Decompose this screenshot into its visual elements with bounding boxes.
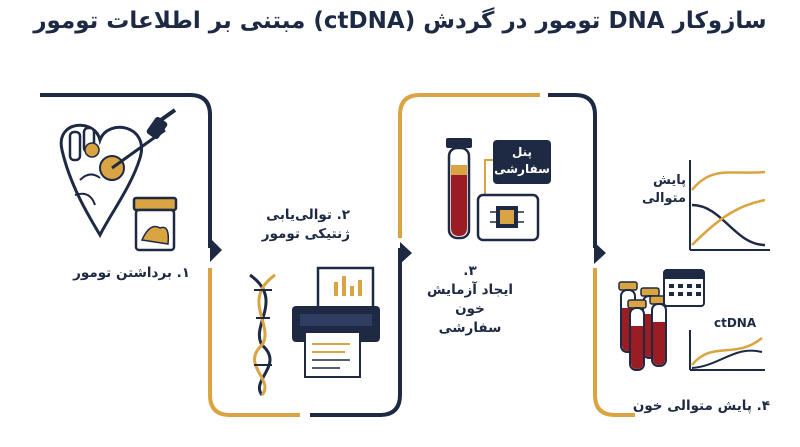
connector-arrow-3 bbox=[594, 242, 606, 264]
biopsy-needle-icon bbox=[111, 108, 177, 170]
custom-panel-label: پنل سفارشی bbox=[494, 145, 550, 176]
dna-helix-icon bbox=[249, 273, 276, 396]
connector-path-3 bbox=[310, 248, 402, 417]
ctdna-chart-icon bbox=[689, 330, 765, 371]
connector-path-4 bbox=[398, 93, 540, 238]
connector-path-6 bbox=[593, 268, 635, 417]
blood-tube-icon bbox=[446, 138, 472, 240]
connector-arrow-1 bbox=[210, 238, 222, 262]
monitoring-chart-icon bbox=[689, 160, 770, 251]
page-title: سازوکار DNA تومور در گردش (ctDNA) مبتنی … bbox=[33, 8, 767, 34]
custom-panel-box bbox=[493, 140, 551, 184]
sequencer-printer-icon bbox=[292, 266, 380, 378]
sample-jar-icon bbox=[132, 196, 178, 252]
step-2-label: ۲. توالی‌یابی ژنتیکی تومور bbox=[261, 207, 350, 242]
connector-path-1 bbox=[40, 93, 212, 248]
monitoring-chart-label: پایش متوالی bbox=[642, 173, 686, 206]
calendar-icon bbox=[663, 269, 705, 307]
connector-path-2 bbox=[208, 268, 300, 417]
chip-panel-icon bbox=[476, 159, 540, 242]
heart-tumor-icon bbox=[59, 123, 143, 239]
connector-arrow-2 bbox=[400, 242, 412, 264]
step-1-label: ۱. برداشتن تومور bbox=[73, 265, 190, 281]
step-4-label: ۴. پایش متوالی خون bbox=[632, 398, 770, 414]
blood-tubes-icon bbox=[618, 281, 669, 371]
step-3-label: ۳. ایجاد آزمایش خون سفارشی bbox=[426, 263, 514, 336]
ctdna-label: ctDNA bbox=[714, 316, 757, 330]
connector-path-5 bbox=[548, 93, 597, 248]
